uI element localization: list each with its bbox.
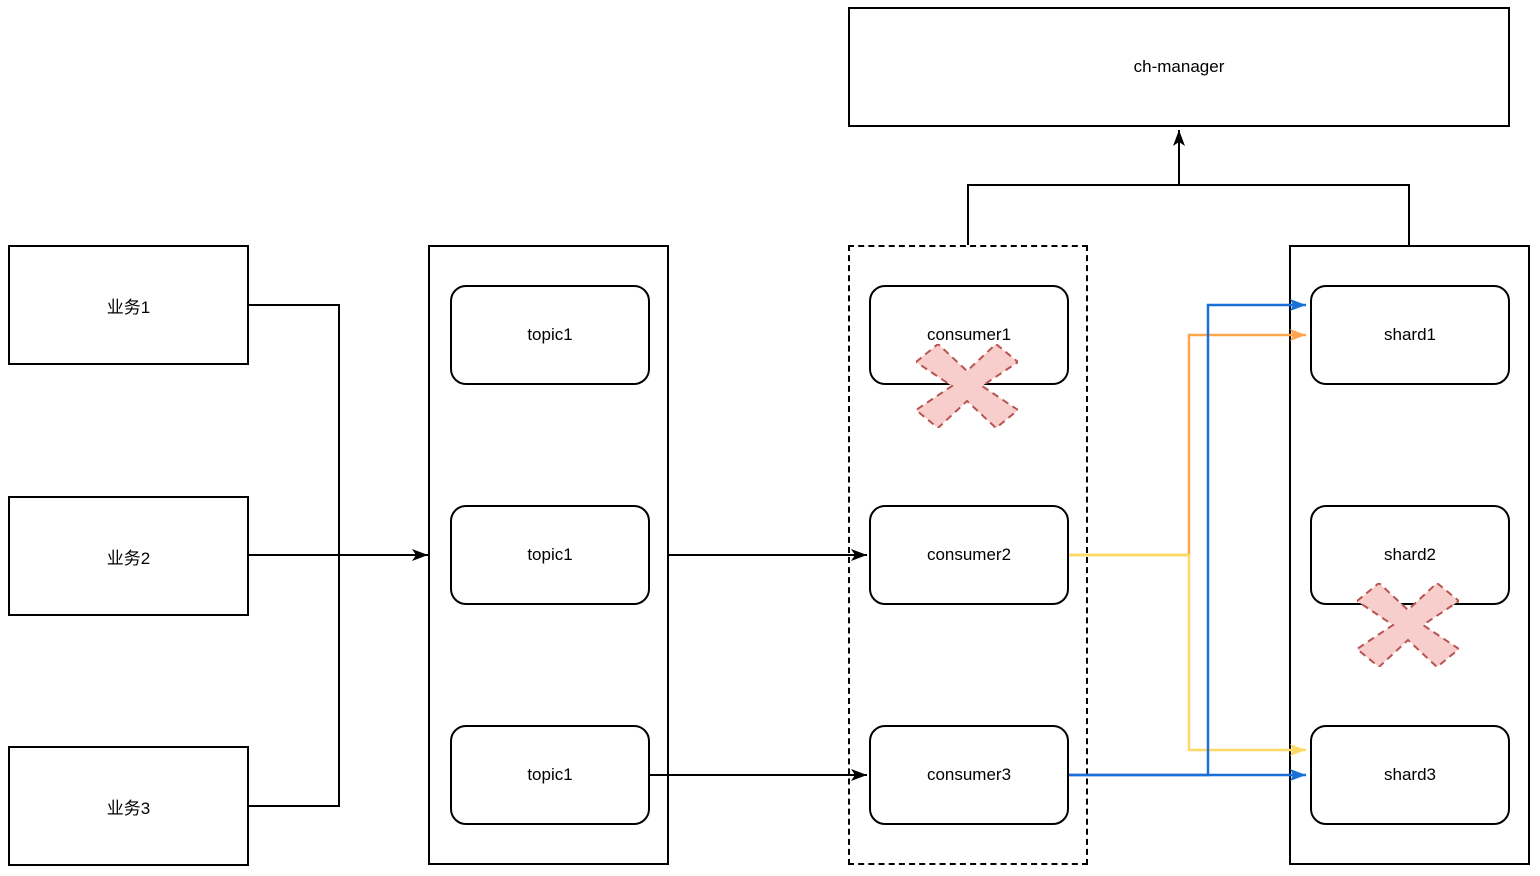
- edge-consumer3-to-shard1: [1069, 299, 1306, 777]
- shard-group-container: [1289, 245, 1530, 865]
- node-consumer3-label: consumer3: [926, 765, 1012, 784]
- node-shard1-label: shard1: [1384, 325, 1436, 344]
- edge-consumer2-to-shard1: [1069, 329, 1306, 557]
- node-consumer1-label: consumer1: [926, 325, 1012, 344]
- node-biz3-label: 业务3: [106, 798, 151, 818]
- consumer1-failure-cross-icon: [916, 344, 1018, 428]
- node-consumer2: consumer2: [869, 505, 1069, 605]
- node-consumer3: consumer3: [869, 725, 1069, 825]
- node-biz3: 业务3: [8, 746, 249, 866]
- node-shard3-label: shard3: [1384, 765, 1436, 784]
- node-topic-a-label: topic1: [527, 325, 573, 344]
- node-topic-b: topic1: [450, 505, 650, 605]
- node-shard3: shard3: [1310, 725, 1510, 825]
- shard2-failure-cross-icon: [1357, 583, 1459, 667]
- node-ch-manager-label: ch-manager: [1133, 57, 1225, 76]
- node-shard1: shard1: [1310, 285, 1510, 385]
- node-topic-c: topic1: [450, 725, 650, 825]
- node-ch-manager: ch-manager: [848, 7, 1510, 127]
- node-biz1-label: 业务1: [106, 297, 151, 317]
- node-biz2: 业务2: [8, 496, 249, 616]
- node-topic-c-label: topic1: [527, 765, 573, 784]
- node-biz1: 业务1: [8, 245, 249, 365]
- node-shard2-label: shard2: [1384, 545, 1436, 564]
- edge-groups-manager-connector: [967, 184, 1410, 245]
- node-consumer2-label: consumer2: [926, 545, 1012, 564]
- edge-consumer2-to-shard3: [1069, 553, 1306, 756]
- node-topic-a: topic1: [450, 285, 650, 385]
- topic-group-container: [428, 245, 669, 865]
- node-topic-b-label: topic1: [527, 545, 573, 564]
- node-biz2-label: 业务2: [106, 548, 151, 568]
